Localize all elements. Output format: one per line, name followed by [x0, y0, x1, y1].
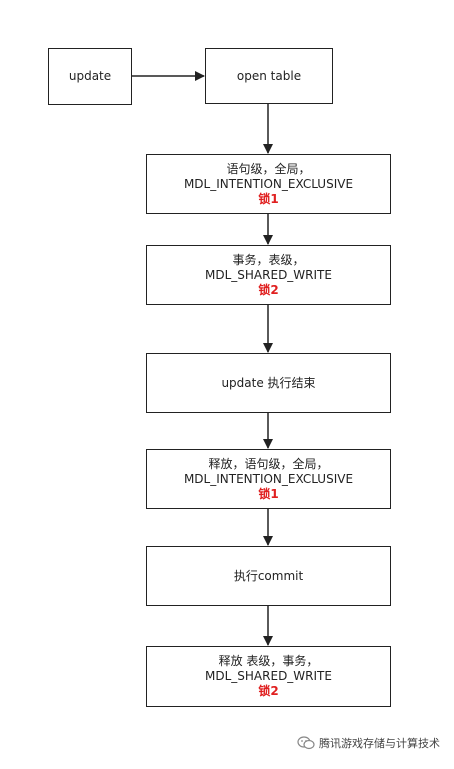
watermark-text: 腾讯游戏存储与计算技术 [319, 737, 440, 750]
node-step2-line2: MDL_SHARED_WRITE [205, 267, 332, 282]
node-step2-line1: 事务，表级， [232, 252, 305, 267]
node-step1-line2: MDL_INTENTION_EXCLUSIVE [183, 176, 354, 191]
node-step1-lock-label: 锁1 [258, 191, 279, 206]
node-open-table-label: open table [236, 68, 302, 83]
wechat-icon [297, 736, 315, 750]
watermark: 腾讯游戏存储与计算技术 [297, 735, 440, 751]
node-step6-release-table-lock: 释放 表级，事务， MDL_SHARED_WRITE 锁2 [146, 646, 391, 707]
node-step5-commit: 执行commit [146, 546, 391, 606]
node-update: update [48, 48, 132, 105]
node-step6-line1: 释放 表级，事务， [218, 654, 319, 668]
node-step6-line2: MDL_SHARED_WRITE [205, 669, 332, 683]
node-step2-acquire-table-lock: 事务，表级， MDL_SHARED_WRITE 锁2 [146, 245, 391, 305]
node-step4-lock-label: 锁1 [258, 486, 279, 501]
node-step3-label: update 执行结束 [221, 375, 316, 390]
node-step1-acquire-global-lock: 语句级，全局， MDL_INTENTION_EXCLUSIVE 锁1 [146, 154, 391, 214]
node-step3-update-finished: update 执行结束 [146, 353, 391, 413]
node-step5-label: 执行commit [233, 568, 304, 583]
node-step4-release-global-lock: 释放，语句级，全局， MDL_INTENTION_EXCLUSIVE 锁1 [146, 449, 391, 509]
node-step4-line1: 释放，语句级，全局， [208, 456, 329, 471]
node-update-label: update [68, 69, 112, 83]
node-step2-lock-label: 锁2 [258, 282, 279, 297]
node-step6-lock-label: 锁2 [258, 684, 279, 698]
node-step1-line1: 语句级，全局， [226, 161, 311, 176]
node-open-table: open table [205, 48, 333, 104]
node-step4-line2: MDL_INTENTION_EXCLUSIVE [183, 471, 354, 486]
